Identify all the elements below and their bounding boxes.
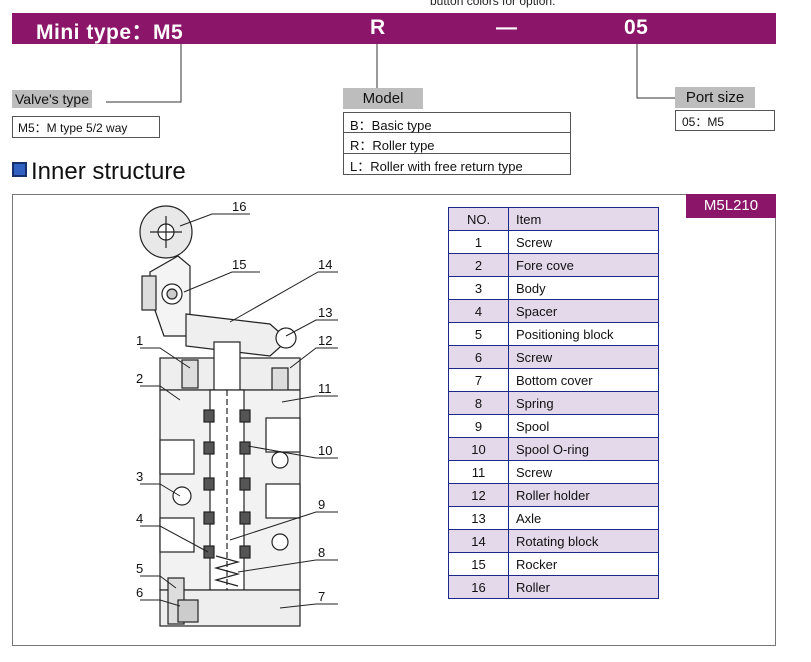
part-number: 6 xyxy=(448,345,509,369)
code-dash: — xyxy=(496,16,518,39)
callout-2: 2 xyxy=(136,371,143,386)
model-option-roller: R：Roller type xyxy=(343,133,571,154)
callout-1: 1 xyxy=(136,333,143,348)
valve-type-value: M5：M type 5/2 way xyxy=(12,116,160,138)
part-name: Rocker xyxy=(508,552,659,576)
part-number: 14 xyxy=(448,529,509,553)
part-name: Body xyxy=(508,276,659,300)
model-label: Model xyxy=(343,88,423,109)
col-header-item: Item xyxy=(508,207,659,231)
code-05: 05 xyxy=(624,16,649,39)
part-name: Screw xyxy=(508,460,659,484)
model-option-basic: B：Basic type xyxy=(343,112,571,133)
callout-15: 15 xyxy=(232,257,246,272)
port-size-value: 05：M5 xyxy=(675,110,775,131)
part-number: 4 xyxy=(448,299,509,323)
part-name: Roller xyxy=(508,575,659,599)
callout-11: 11 xyxy=(318,381,332,396)
part-name: Spool xyxy=(508,414,659,438)
part-name: Spring xyxy=(508,391,659,415)
top-note: button colors for option. xyxy=(430,0,556,8)
model-options: B：Basic type R：Roller type L：Roller with… xyxy=(343,112,571,175)
part-name: Roller holder xyxy=(508,483,659,507)
part-name: Rotating block xyxy=(508,529,659,553)
model-code-bar: Mini type：M5 R — 05 xyxy=(12,13,776,44)
port-size-label: Port size xyxy=(675,87,755,108)
part-number: 16 xyxy=(448,575,509,599)
part-number: 1 xyxy=(448,230,509,254)
col-header-no: NO. xyxy=(448,207,509,231)
callout-14: 14 xyxy=(318,257,332,272)
callout-9: 9 xyxy=(318,497,325,512)
part-name: Bottom cover xyxy=(508,368,659,392)
parts-table-header: NO. Item xyxy=(448,207,659,231)
part-number: 8 xyxy=(448,391,509,415)
callout-5: 5 xyxy=(136,561,143,576)
part-name: Fore cove xyxy=(508,253,659,277)
callout-13: 13 xyxy=(318,305,332,320)
valve-type-label: Valve's type xyxy=(12,90,93,108)
part-name: Screw xyxy=(508,230,659,254)
part-number: 13 xyxy=(448,506,509,530)
part-name: Screw xyxy=(508,345,659,369)
square-bullet-icon xyxy=(12,162,27,177)
valve-cross-section-drawing: 16 15 14 13 12 1 2 11 10 3 9 4 8 5 6 7 xyxy=(136,199,338,627)
callout-6: 6 xyxy=(136,585,143,600)
part-name: Spacer xyxy=(508,299,659,323)
part-number: 11 xyxy=(448,460,509,484)
part-number: 12 xyxy=(448,483,509,507)
callout-7: 7 xyxy=(318,589,325,604)
callout-3: 3 xyxy=(136,469,143,484)
callout-16: 16 xyxy=(232,199,246,214)
part-name: Positioning block xyxy=(508,322,659,346)
part-number: 15 xyxy=(448,552,509,576)
inner-structure-frame xyxy=(12,194,776,646)
callout-10: 10 xyxy=(318,443,332,458)
model-tag: M5L210 xyxy=(686,194,776,218)
section-title: Inner structure xyxy=(31,158,186,185)
callout-8: 8 xyxy=(318,545,325,560)
part-number: 2 xyxy=(448,253,509,277)
part-number: 7 xyxy=(448,368,509,392)
part-number: 9 xyxy=(448,414,509,438)
part-name: Spool O-ring xyxy=(508,437,659,461)
model-prefix: Mini type：M5 xyxy=(36,21,184,44)
model-option-free-return: L：Roller with free return type xyxy=(343,154,571,175)
part-number: 5 xyxy=(448,322,509,346)
part-number: 10 xyxy=(448,437,509,461)
section-heading: Inner structure xyxy=(12,158,186,186)
callout-12: 12 xyxy=(318,333,332,348)
part-name: Axle xyxy=(508,506,659,530)
code-r: R xyxy=(370,16,386,39)
part-number: 3 xyxy=(448,276,509,300)
code-leader-lines xyxy=(106,44,675,103)
callout-4: 4 xyxy=(136,511,143,526)
